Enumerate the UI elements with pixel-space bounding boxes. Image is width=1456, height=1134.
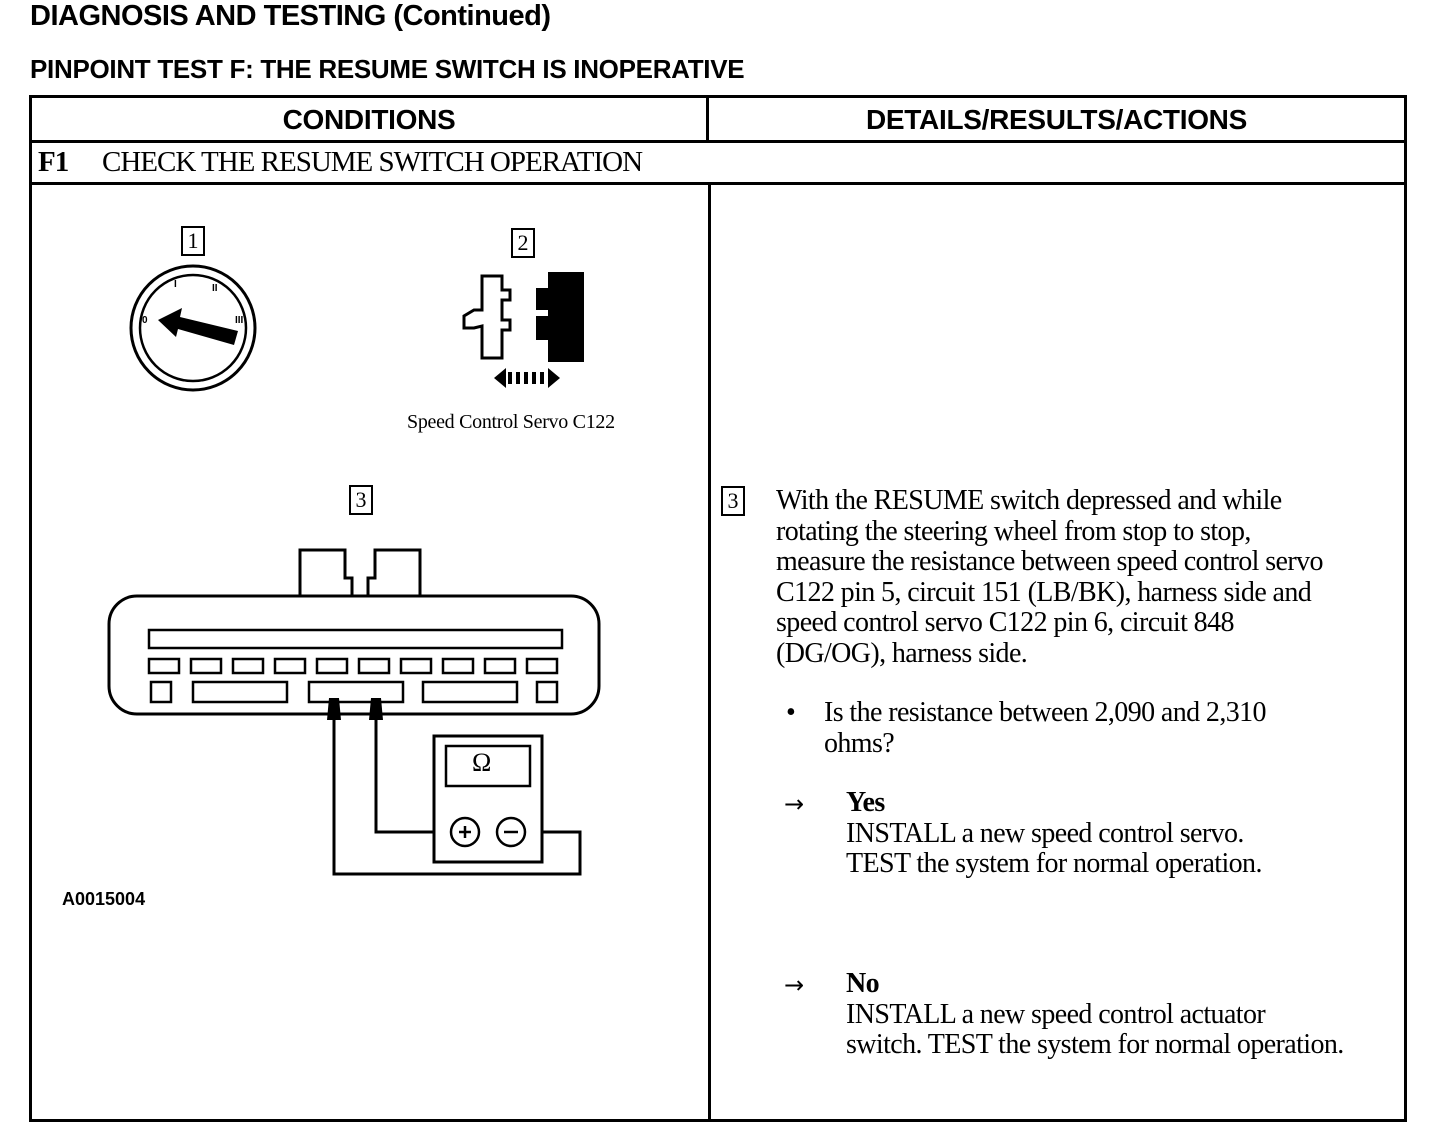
callout-3: 3	[349, 485, 373, 515]
step-title: CHECK THE RESUME SWITCH OPERATION	[102, 146, 643, 178]
body-column-divider	[708, 183, 711, 1119]
ohmmeter-icon	[432, 734, 544, 864]
connector-pinout-icon	[107, 548, 601, 876]
page-title: DIAGNOSIS AND TESTING (Continued)	[30, 0, 551, 32]
ohm-symbol: Ω	[472, 748, 492, 777]
instruction-line: measure the resistance between speed con…	[776, 546, 1323, 577]
no-arrow-icon: →	[784, 971, 805, 999]
instruction-text: With the RESUME switch depressed and whi…	[776, 485, 1406, 669]
instruction-line: With the RESUME switch depressed and whi…	[776, 485, 1282, 516]
bullet-icon: •	[786, 697, 796, 728]
instruction-line: speed control servo C122 pin 6, circuit …	[776, 607, 1234, 638]
question-text: Is the resistance between 2,090 and 2,31…	[824, 697, 1364, 759]
no-result: No INSTALL a new speed control actuator …	[846, 968, 1426, 1061]
ignition-switch-icon: 0 I II III	[129, 264, 257, 392]
conditions-header: CONDITIONS	[282, 104, 456, 135]
details-header: DETAILS/RESULTS/ACTIONS	[866, 104, 1247, 135]
pinpoint-test-title: PINPOINT TEST F: THE RESUME SWITCH IS IN…	[30, 54, 745, 84]
svg-text:III: III	[235, 315, 244, 326]
svg-text:0: 0	[142, 315, 148, 326]
instruction-line: rotating the steering wheel from stop to…	[776, 515, 1251, 547]
step-number: F1	[38, 146, 69, 178]
yes-arrow-icon: →	[784, 790, 805, 818]
details-callout-3: 3	[721, 486, 745, 516]
yes-action-line: TEST the system for normal operation.	[846, 848, 1262, 879]
callout-1: 1	[181, 226, 205, 256]
no-label: No	[846, 968, 880, 999]
svg-text:I: I	[174, 279, 177, 290]
no-action-line: INSTALL a new speed control actuator	[846, 998, 1266, 1030]
connector-caption: Speed Control Servo C122	[407, 411, 615, 433]
header-column-divider	[706, 98, 709, 140]
step-row: F1 CHECK THE RESUME SWITCH OPERATION	[38, 146, 643, 179]
instruction-line: C122 pin 5, circuit 151 (LB/BK), harness…	[776, 576, 1312, 608]
yes-result: Yes INSTALL a new speed control servo. T…	[846, 787, 1426, 880]
no-action-line: switch. TEST the system for normal opera…	[846, 1029, 1344, 1060]
instruction-line: (DG/OG), harness side.	[776, 637, 1028, 669]
pinpoint-test-table: CONDITIONS DETAILS/RESULTS/ACTIONS F1 CHE…	[29, 95, 1407, 1122]
question-line: Is the resistance between 2,090 and 2,31…	[824, 697, 1267, 728]
figure-id: A0015004	[62, 889, 146, 909]
header-rule	[32, 140, 1404, 143]
step-rule	[32, 182, 1404, 185]
svg-text:II: II	[212, 283, 218, 294]
callout-2: 2	[511, 228, 535, 258]
question-line: ohms?	[824, 727, 895, 759]
yes-label: Yes	[846, 787, 885, 818]
yes-action-line: INSTALL a new speed control servo.	[846, 817, 1244, 849]
connector-icon	[462, 272, 584, 388]
